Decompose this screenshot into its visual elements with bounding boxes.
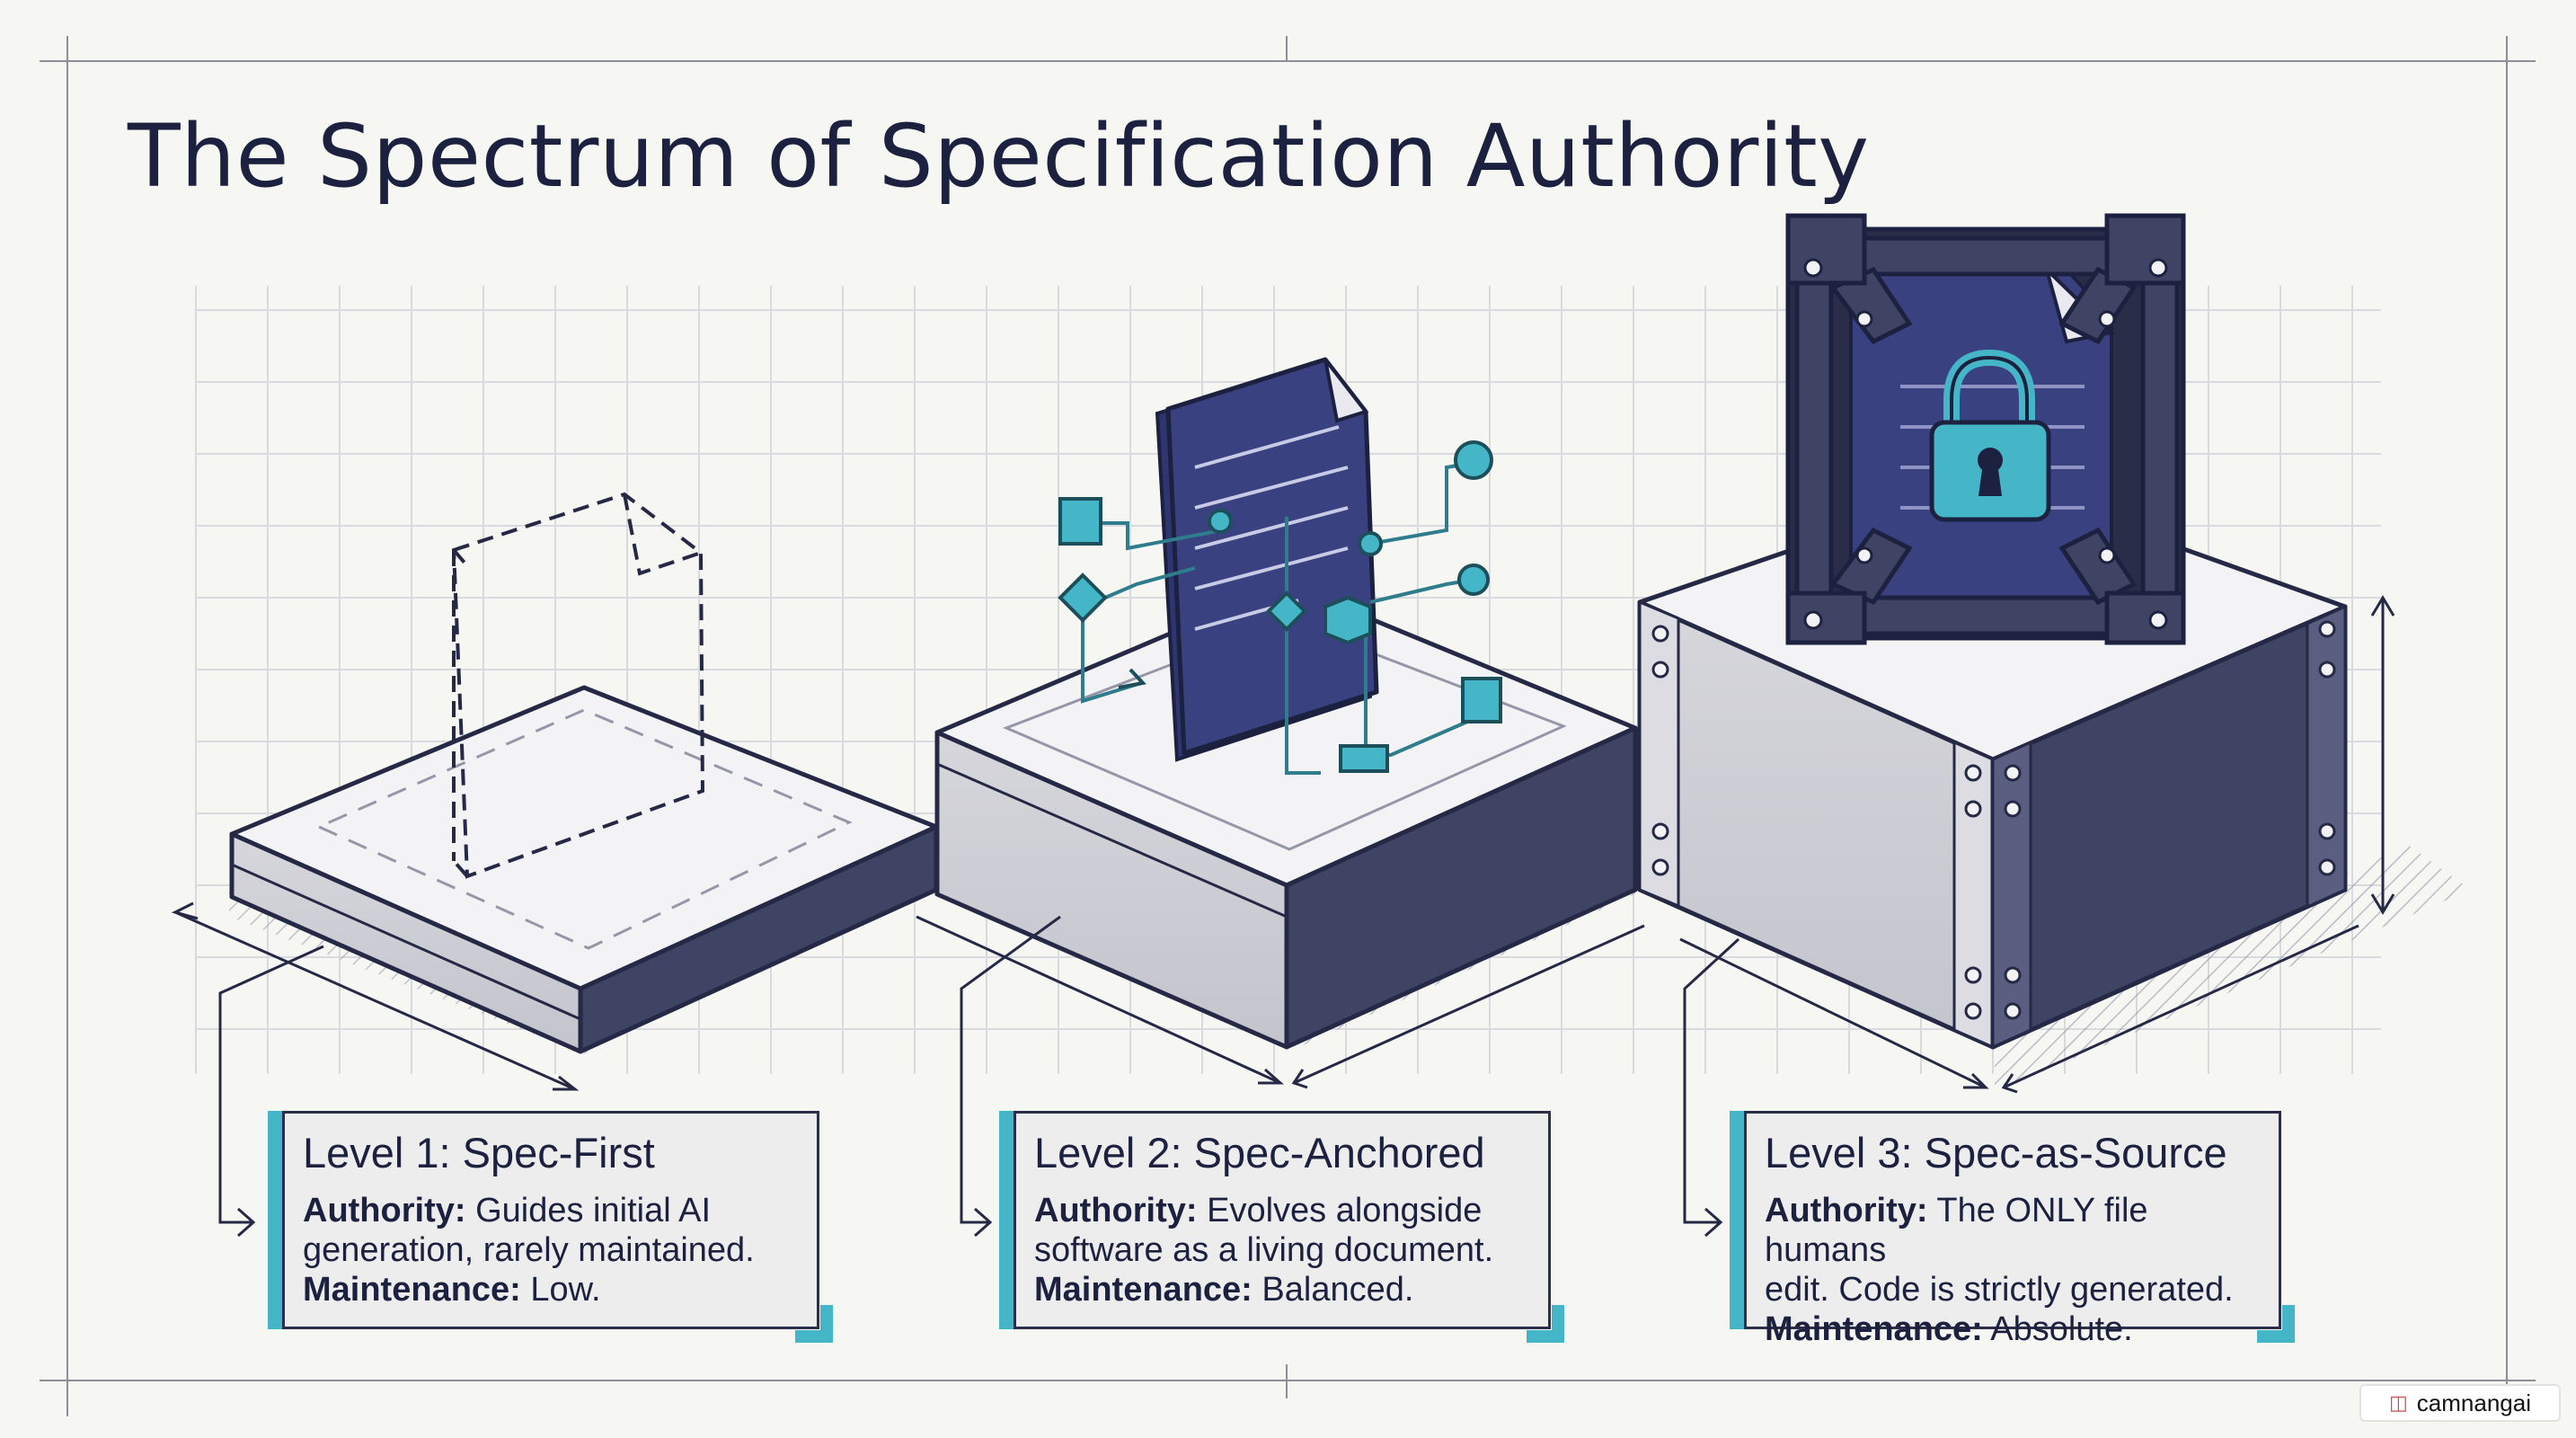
platform-level-1 [171,492,939,1091]
watermark-badge[interactable]: ◫ camnangai [2359,1384,2561,1422]
authority-text-2: edit. Code is strictly generated. [1765,1271,2234,1309]
authority-label: Authority: [1765,1192,1928,1229]
authority-text-2: generation, rarely maintained. [303,1231,755,1269]
leader-arrows [218,915,1740,1238]
locked-spec-cage-icon [1785,213,2186,645]
maintenance-value: Absolute. [1990,1310,2133,1348]
maintenance-value: Balanced. [1261,1271,1414,1309]
authority-text-1: Guides initial AI [475,1192,712,1229]
dashed-document-icon [451,492,705,879]
page-title: The Spectrum of Specification Authority [128,106,1870,207]
authority-label: Authority: [1034,1192,1198,1229]
maintenance-label: Maintenance: [1765,1310,1983,1348]
authority-label: Authority: [303,1192,466,1229]
level-1-heading: Level 1: Spec-First [303,1129,655,1176]
living-document-icon [1155,357,1379,762]
watermark-text: camnangai [2416,1389,2531,1416]
frame-lines [40,36,2536,1416]
level-2-card: Level 2: Spec-Anchored Authority: Evolve… [999,1111,1564,1343]
node-shapes [1058,440,1502,773]
level-2-description: Authority: Evolves alongside software as… [1034,1191,1546,1309]
book-icon: ◫ [2389,1391,2408,1414]
bolt-rivets [1651,620,2336,1020]
level-3-description: Authority: The ONLY file humans edit. Co… [1765,1191,2277,1349]
maintenance-value: Low. [530,1271,601,1309]
padlock-icon [1929,349,2051,522]
authority-text-1: The ONLY file humans [1765,1192,2148,1269]
maintenance-label: Maintenance: [303,1271,521,1309]
authority-text-1: Evolves alongside [1207,1192,1483,1229]
platform-level-2 [916,357,1645,1089]
maintenance-label: Maintenance: [1034,1271,1253,1309]
level-2-heading: Level 2: Spec-Anchored [1034,1129,1485,1176]
level-3-heading: Level 3: Spec-as-Source [1765,1129,2227,1176]
authority-text-2: software as a living document. [1034,1231,1494,1269]
level-1-card: Level 1: Spec-First Authority: Guides in… [268,1111,833,1343]
platform-level-3 [1637,213,2471,1094]
level-3-card: Level 3: Spec-as-Source Authority: The O… [1730,1111,2295,1348]
level-1-description: Authority: Guides initial AI generation,… [303,1191,815,1309]
